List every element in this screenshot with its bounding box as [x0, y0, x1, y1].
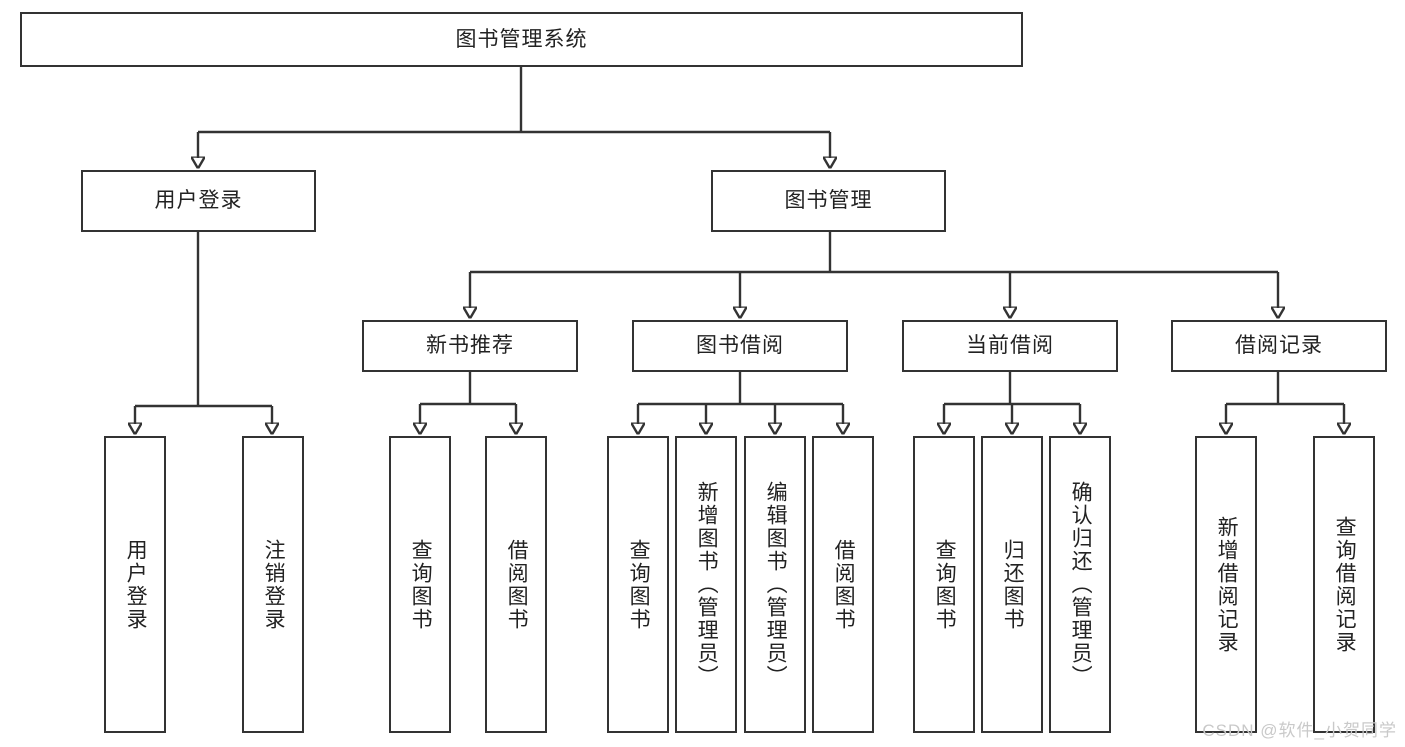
node-label: 借阅图书 [505, 538, 529, 631]
node-new-book-recommend[interactable]: 新书推荐 [362, 320, 578, 372]
leaf-current-confirm-return[interactable]: 确认归还（管理员） [1049, 436, 1111, 733]
leaf-current-query-book[interactable]: 查询图书 [913, 436, 975, 733]
node-label: 查询借阅记录 [1333, 515, 1357, 654]
node-label: 新书推荐 [426, 334, 514, 358]
node-root-system[interactable]: 图书管理系统 [20, 12, 1023, 67]
node-book-management[interactable]: 图书管理 [711, 170, 946, 232]
node-label: 查询图书 [409, 538, 433, 631]
node-borrow-record[interactable]: 借阅记录 [1171, 320, 1387, 372]
leaf-user-login-login[interactable]: 用户登录 [104, 436, 166, 733]
node-current-borrow[interactable]: 当前借阅 [902, 320, 1118, 372]
leaf-newbook-query-book[interactable]: 查询图书 [389, 436, 451, 733]
node-label: 图书管理系统 [455, 27, 588, 51]
leaf-borrow-borrow-book[interactable]: 借阅图书 [812, 436, 874, 733]
node-label: 查询图书 [627, 538, 651, 631]
node-label: 新增图书（管理员） [695, 481, 719, 688]
node-label: 新增借阅记录 [1215, 515, 1239, 654]
leaf-user-login-logout[interactable]: 注销登录 [242, 436, 304, 733]
node-book-borrow[interactable]: 图书借阅 [632, 320, 848, 372]
node-label: 借阅图书 [832, 538, 856, 631]
csdn-watermark: CSDN @软件_小贺同学 [1202, 721, 1397, 740]
leaf-borrow-add-book[interactable]: 新增图书（管理员） [675, 436, 737, 733]
node-label: 查询图书 [933, 538, 957, 631]
node-label: 归还图书 [1001, 538, 1025, 631]
leaf-record-add-record[interactable]: 新增借阅记录 [1195, 436, 1257, 733]
node-label: 用户登录 [154, 189, 243, 213]
node-label: 图书借阅 [696, 334, 784, 358]
node-user-login[interactable]: 用户登录 [81, 170, 316, 232]
leaf-current-return-book[interactable]: 归还图书 [981, 436, 1043, 733]
node-label: 当前借阅 [966, 334, 1054, 358]
node-label: 借阅记录 [1235, 334, 1323, 358]
leaf-record-query-record[interactable]: 查询借阅记录 [1313, 436, 1375, 733]
node-label: 注销登录 [262, 538, 286, 631]
leaf-borrow-query-book[interactable]: 查询图书 [607, 436, 669, 733]
node-label: 确认归还（管理员） [1069, 481, 1093, 688]
node-label: 编辑图书（管理员） [764, 481, 788, 688]
node-label: 用户登录 [124, 538, 148, 631]
node-label: 图书管理 [784, 189, 873, 213]
leaf-newbook-borrow-book[interactable]: 借阅图书 [485, 436, 547, 733]
leaf-borrow-edit-book[interactable]: 编辑图书（管理员） [744, 436, 806, 733]
